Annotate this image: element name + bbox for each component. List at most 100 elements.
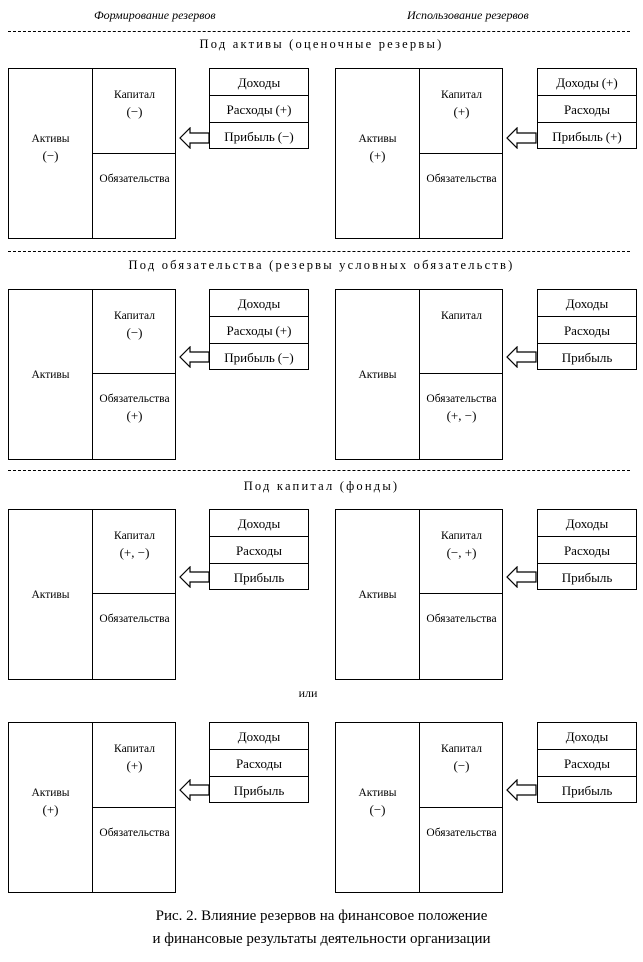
pl-row-income: Доходы <box>538 510 636 537</box>
profit-text: Прибыль <box>224 350 275 365</box>
capital-text: Капитал <box>114 310 155 322</box>
profit-text: Прибыль <box>561 570 613 585</box>
pl-row-expenses: Расходы <box>210 749 308 777</box>
liabilities-text: Обязательства <box>99 173 170 185</box>
balance-divider-vertical <box>419 510 420 679</box>
capital-text: Капитал <box>441 89 482 101</box>
pl-row-expenses: Расходы <box>210 536 308 564</box>
profit-text: Прибыль <box>552 129 603 144</box>
pl-row-income: Доходы <box>210 290 308 317</box>
income-sign: (+) <box>601 75 618 90</box>
section-title-assets: Под активы (оценочные резервы) <box>199 37 444 51</box>
capital-label: Капитал(+, −) <box>93 528 176 562</box>
pl-row-profit: Прибыль <box>538 563 636 591</box>
assets-text: Активы <box>358 133 397 145</box>
pl-row-profit: Прибыль <box>210 776 308 804</box>
profit-text: Прибыль <box>561 350 613 365</box>
pl-row-expenses: Расходы <box>538 536 636 564</box>
capital-text: Капитал <box>114 530 155 542</box>
profit-sign: (−) <box>277 350 294 365</box>
section-title-capital: Под капитал (фонды) <box>243 479 400 493</box>
assets-label: Активы (+) <box>336 131 419 165</box>
balance-divider-horizontal <box>419 593 502 594</box>
figure-caption-line2: и финансовые результаты деятельности орг… <box>152 931 491 947</box>
assets-text: Активы <box>31 369 70 381</box>
profit-text: Прибыль <box>233 783 285 798</box>
assets-label: Активы <box>9 587 92 603</box>
expenses-text: Расходы <box>563 756 611 771</box>
balance-divider-horizontal <box>92 593 175 594</box>
pl-row-expenses: Расходы (+) <box>210 95 308 123</box>
expenses-text: Расходы <box>226 102 273 117</box>
assets-label: Активы(−) <box>336 785 419 819</box>
pl-row-income: Доходы <box>210 510 308 537</box>
separator-1 <box>8 31 630 32</box>
pl-row-income: Доходы (+) <box>538 69 636 96</box>
figure-caption-line1: Рис. 2. Влияние резервов на финансовое п… <box>155 908 488 924</box>
capital-label: Капитал (−) <box>420 741 503 775</box>
capital-text: Капитал <box>114 743 155 755</box>
liabilities-label: Обязательства <box>93 825 176 841</box>
expenses-text: Расходы <box>235 543 283 558</box>
capital-label: Капитал(−, +) <box>420 528 503 562</box>
liabilities-text: Обязательства <box>426 827 497 839</box>
capital-label: Капитал(−) <box>93 308 176 342</box>
liabilities-sign: (+, −) <box>446 408 477 423</box>
balance-divider-horizontal <box>92 807 175 808</box>
assets-label: Активы <box>336 367 419 383</box>
assets-text: Активы <box>31 133 70 145</box>
income-text: Доходы <box>556 75 599 90</box>
assets-sign: (+) <box>42 802 59 817</box>
pl-row-expenses: Расходы <box>538 316 636 344</box>
income-text: Доходы <box>565 296 609 311</box>
capital-text: Капитал <box>441 743 482 755</box>
pl-row-income: Доходы <box>538 723 636 750</box>
pl-row-expenses: Расходы (+) <box>210 316 308 344</box>
left-arrow-icon <box>506 346 537 368</box>
assets-text: Активы <box>358 589 397 601</box>
capital-text: Капитал <box>441 530 482 542</box>
income-text: Доходы <box>237 296 281 311</box>
profit-sign: (−) <box>277 129 294 144</box>
liabilities-text: Обязательства <box>426 173 497 185</box>
liabilities-sign: (+) <box>126 408 143 423</box>
pl-row-income: Доходы <box>210 69 308 96</box>
left-arrow-icon <box>179 566 210 588</box>
capital-text: Капитал <box>441 310 482 322</box>
pl-row-income: Доходы <box>538 290 636 317</box>
liabilities-text: Обязательства <box>99 613 170 625</box>
or-label: или <box>298 686 318 700</box>
assets-sign: (+) <box>369 148 386 163</box>
left-arrow-icon <box>179 779 210 801</box>
balance-sheet: Активы Капитал(−) Обязательства (+) <box>8 289 176 460</box>
balance-divider-horizontal <box>419 807 502 808</box>
left-arrow-icon <box>506 779 537 801</box>
expenses-sign: (+) <box>275 102 292 117</box>
balance-sheet: Активы (+) Капитал (+) Обязательства <box>335 68 503 239</box>
income-text: Доходы <box>565 516 609 531</box>
capital-label: Капитал <box>420 308 503 324</box>
capital-sign: (+) <box>126 758 143 773</box>
header-usage: Использование резервов <box>407 8 529 22</box>
balance-sheet: Активы(−)Капитал(−)Обязательства <box>8 68 176 239</box>
income-text: Доходы <box>565 729 609 744</box>
assets-label: Активы(+) <box>9 785 92 819</box>
liabilities-label: Обязательства <box>420 611 503 627</box>
assets-text: Активы <box>358 369 397 381</box>
left-arrow-icon <box>179 346 210 368</box>
capital-sign: (−) <box>453 758 470 773</box>
capital-sign: (+) <box>453 104 470 119</box>
liabilities-text: Обязательства <box>99 393 170 405</box>
pl-row-profit: Прибыль (−) <box>210 343 308 371</box>
liabilities-text: Обязательства <box>99 827 170 839</box>
balance-divider-horizontal <box>92 373 175 374</box>
